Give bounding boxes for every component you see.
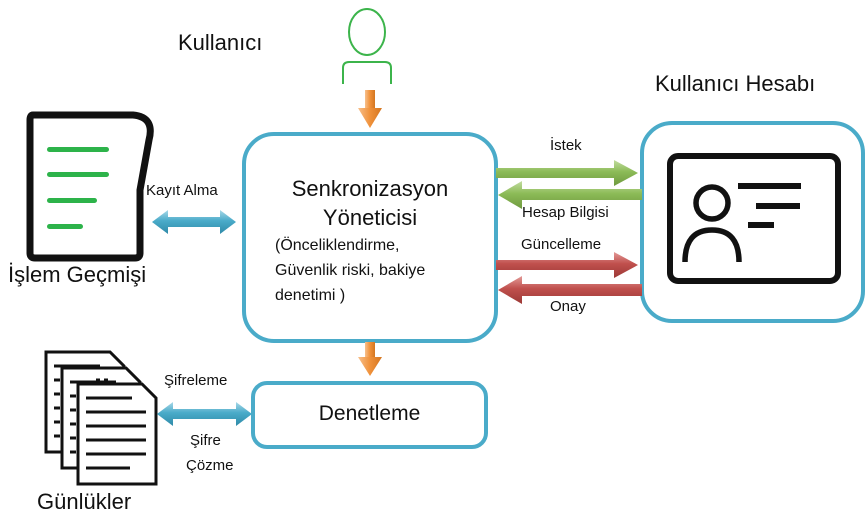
account-info-arrow-label: Hesap Bilgisi xyxy=(522,204,609,221)
sync-manager-detail-1: (Önceliklendirme, xyxy=(275,237,400,254)
request-arrow-label: İstek xyxy=(550,137,582,154)
decrypt-arrow-label-2: Çözme xyxy=(186,457,234,474)
user-label: Kullanıcı xyxy=(178,30,263,55)
user-icon xyxy=(342,8,392,84)
decrypt-arrow-label-1: Şifre xyxy=(190,432,221,449)
record-arrow xyxy=(152,210,236,234)
user-to-sync-arrow xyxy=(358,90,382,128)
confirm-arrow xyxy=(498,276,642,304)
logs-label: Günlükler xyxy=(37,489,132,514)
audit-box xyxy=(251,381,488,449)
sync-to-audit-arrow xyxy=(358,342,382,376)
request-arrow xyxy=(496,160,638,186)
sync-manager-title-2: Yöneticisi xyxy=(322,205,418,230)
logs-icon xyxy=(44,350,158,486)
encrypt-decrypt-arrow xyxy=(157,402,252,426)
record-arrow-label: Kayıt Alma xyxy=(146,182,218,199)
encrypt-arrow-label: Şifreleme xyxy=(164,372,228,389)
sync-manager-detail-3: denetimi ) xyxy=(275,287,346,304)
sync-manager-box xyxy=(242,132,498,343)
sync-manager-title-1: Senkronizasyon xyxy=(291,176,449,201)
account-info-arrow xyxy=(498,181,642,209)
document-icon xyxy=(26,111,154,262)
user-account-label: Kullanıcı Hesabı xyxy=(655,71,816,96)
confirm-arrow-label: Onay xyxy=(550,298,586,315)
audit-label: Denetleme xyxy=(318,402,421,425)
update-arrow-label: Güncelleme xyxy=(521,236,602,253)
id-card-icon xyxy=(667,153,841,284)
transaction-history-label: İşlem Geçmişi xyxy=(8,262,147,287)
sync-manager-detail-2: Güvenlik riski, bakiye xyxy=(275,262,426,279)
update-arrow xyxy=(496,252,638,278)
